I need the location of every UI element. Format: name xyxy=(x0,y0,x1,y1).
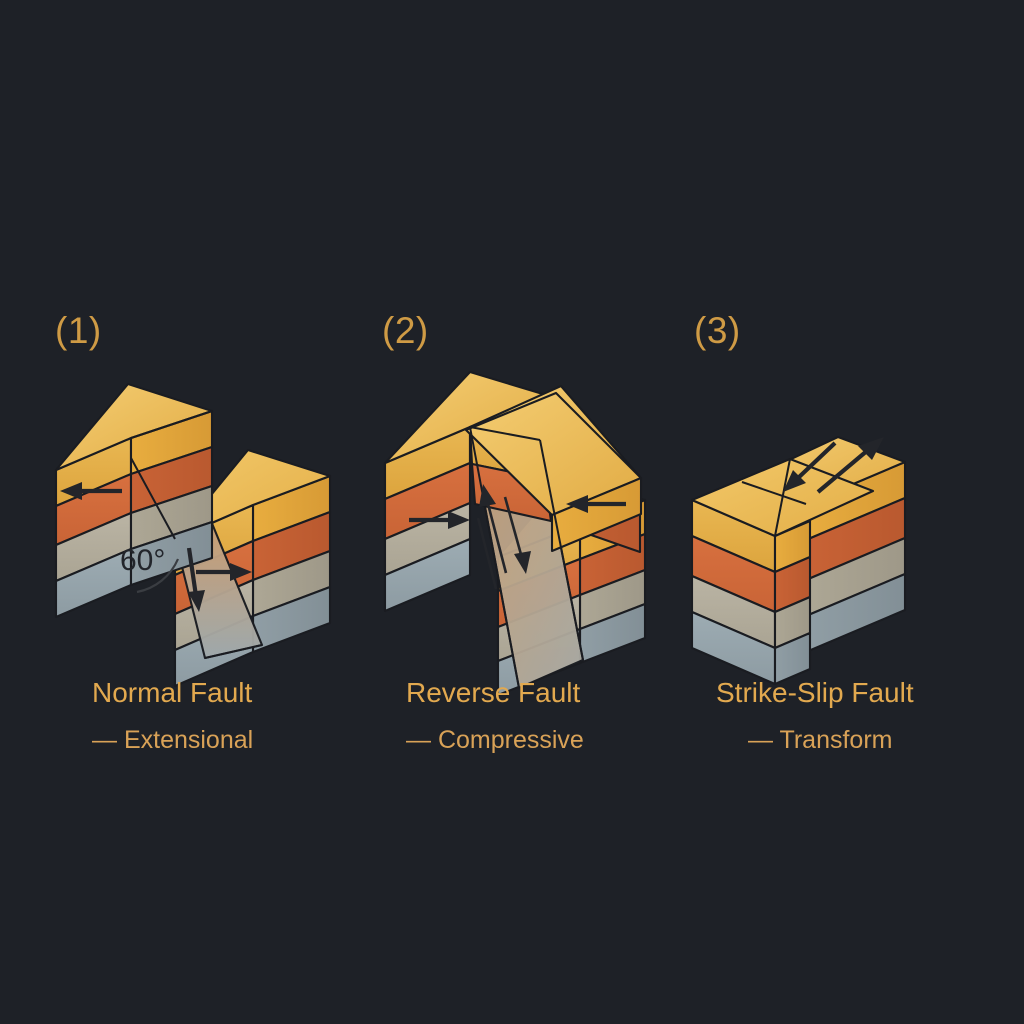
captions: Normal Fault — Extensional Reverse Fault… xyxy=(92,677,914,754)
caption-subtitle-3: — Transform xyxy=(748,726,892,754)
panel-index-3: (3) xyxy=(694,310,741,351)
normal-fault-hangingwall-block xyxy=(54,382,214,619)
reverse-fault-arrow-right xyxy=(409,511,470,529)
caption-subtitle-1: — Extensional xyxy=(92,726,253,754)
panel-index-2: (2) xyxy=(382,310,429,351)
normal-fault-slip-arrow-down xyxy=(186,547,205,612)
reverse-fault-slip-arrow-up xyxy=(476,484,508,590)
reverse-fault-slip-arrow-down xyxy=(503,496,531,574)
caption-subtitle-2: — Compressive xyxy=(406,726,584,754)
dip-angle-arc xyxy=(136,558,180,594)
caption-title-2: Reverse Fault xyxy=(406,677,581,708)
normal-fault-arrow-right xyxy=(196,563,252,581)
dip-angle-label: 60° xyxy=(120,544,165,577)
strikeslip-arrow-up-right xyxy=(816,437,884,494)
reverse-fault-arrow-left xyxy=(566,495,626,513)
panel-strike-slip-fault: (3) xyxy=(690,310,907,686)
panel-reverse-fault: (2) xyxy=(382,310,647,697)
strikeslip-arrow-down-left xyxy=(783,441,837,492)
caption-title-3: Strike-Slip Fault xyxy=(716,677,914,708)
panel-index-1: (1) xyxy=(55,310,102,351)
caption-title-1: Normal Fault xyxy=(92,677,252,708)
panel-normal-fault: (1) xyxy=(54,310,332,688)
normal-fault-arrow-left xyxy=(60,482,122,500)
